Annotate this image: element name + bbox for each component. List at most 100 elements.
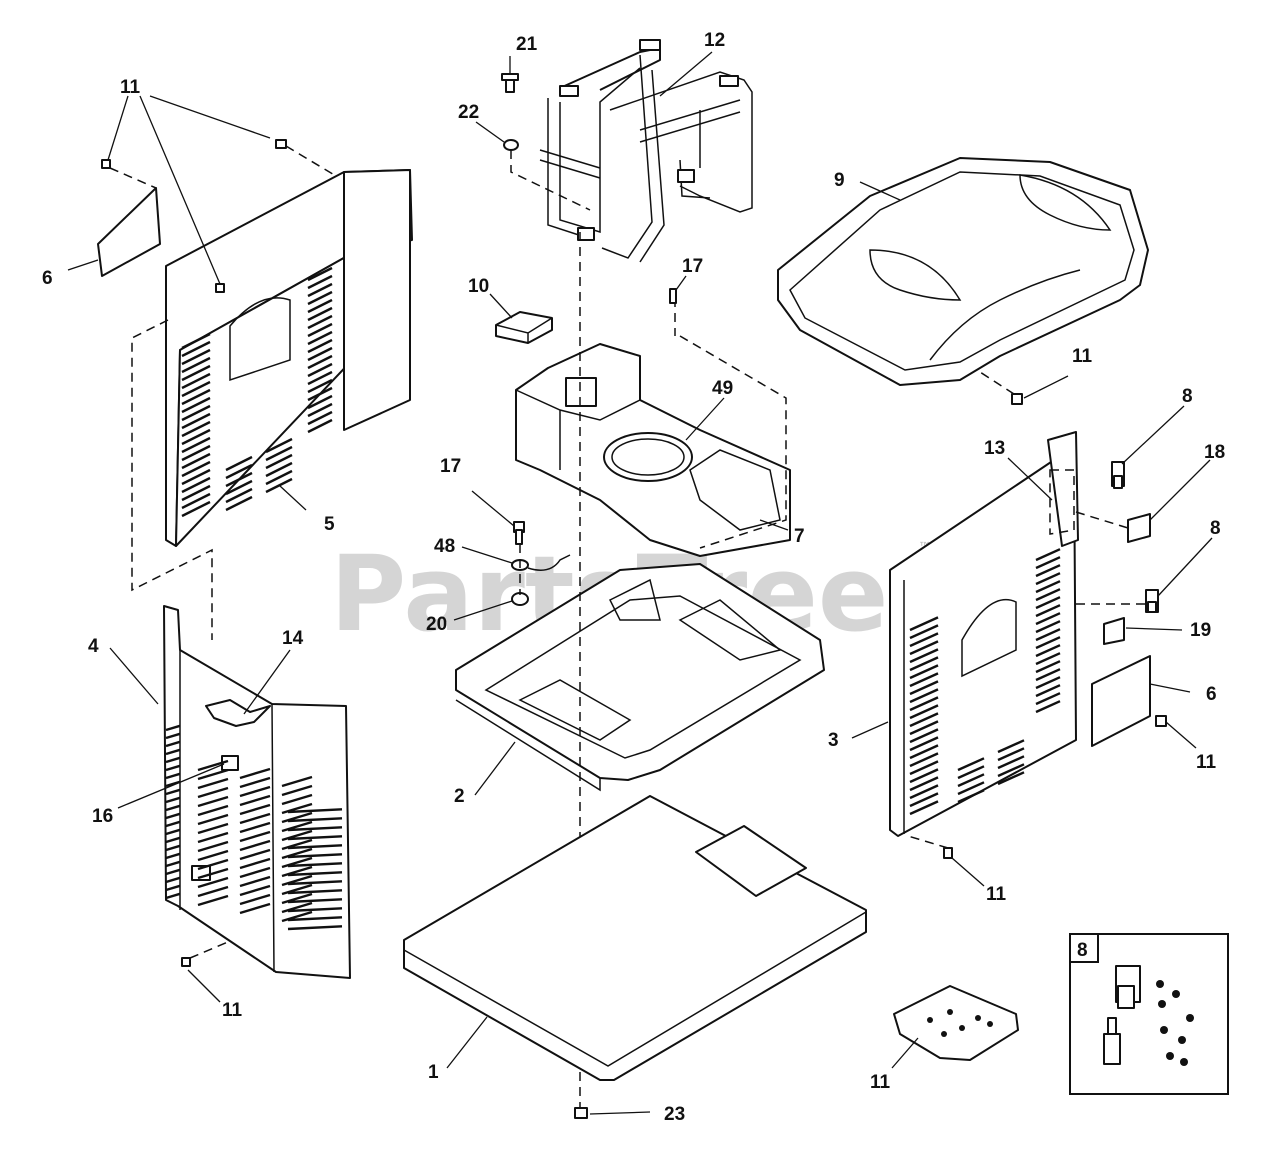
louver-slot: [239, 893, 271, 906]
screw-11-a: [101, 159, 111, 169]
louver-slot: [997, 739, 1025, 754]
screw-11-c: [215, 283, 225, 293]
louver-slot: [197, 867, 229, 880]
louver-slot: [997, 755, 1025, 770]
leader-16: [117, 763, 225, 809]
leader-11-bag: [891, 1037, 919, 1069]
louver-slot: [165, 740, 181, 748]
louver-slot: [909, 704, 939, 720]
callout-17-mid: 17: [440, 456, 461, 477]
louver-slot: [281, 883, 313, 896]
louver-slot: [265, 461, 293, 478]
callout-9: 9: [834, 170, 845, 191]
louver-slot: [181, 372, 211, 390]
louver-slot: [181, 340, 211, 358]
callout-7: 7: [794, 526, 805, 547]
callout-49: 49: [712, 378, 733, 399]
louver-slot: [307, 370, 333, 386]
leader-23: [589, 1111, 651, 1115]
louver-slot: [239, 866, 271, 879]
screw-11-leftbottom: [181, 957, 191, 967]
louver-slot: [1035, 652, 1061, 666]
louver-slot: [281, 802, 313, 815]
screw-17-top: [669, 288, 677, 304]
louver-slot: [281, 811, 313, 824]
left-upper-panel: [165, 169, 413, 547]
part-13-outline: [1049, 469, 1075, 535]
louver-slot: [909, 624, 939, 640]
louver-slot: [165, 724, 181, 732]
callout-11-leftbottom: 11: [222, 1000, 243, 1021]
louver-slot: [165, 876, 181, 884]
louver-slot: [307, 362, 333, 378]
bracket-8-mid: [1145, 589, 1159, 613]
kit-box-label: 8: [1077, 940, 1088, 961]
louver-slot: [197, 777, 229, 790]
louver-slot: [181, 364, 211, 382]
louver-slot: [1035, 676, 1061, 690]
callout-23: 23: [664, 1104, 685, 1125]
louver-slot: [287, 826, 343, 832]
callout-20: 20: [426, 614, 447, 635]
callout-21: 21: [516, 34, 538, 55]
louver-slot: [239, 767, 271, 780]
louver-slot: [165, 852, 181, 860]
screw-bag-11: [893, 985, 1019, 1061]
louver-slot: [181, 420, 211, 438]
kit-box-8: [1069, 933, 1229, 1095]
callout-6-left: 6: [42, 268, 53, 289]
leader-1: [446, 1016, 488, 1069]
leader-11-leftbottom: [187, 969, 221, 1003]
louver-slot: [957, 773, 985, 788]
louver-slot: [1035, 700, 1061, 714]
leader-49: [685, 397, 725, 441]
callout-10: 10: [468, 276, 489, 297]
louver-slot: [281, 874, 313, 887]
bracket-8-top: [1111, 461, 1125, 489]
handle-frame: [539, 39, 753, 263]
guide-11-rightbottom: [907, 835, 949, 849]
louver-slot: [997, 771, 1025, 786]
louver-slot: [197, 858, 229, 871]
louver-slot: [197, 831, 229, 844]
callout-11-bag: 11: [870, 1072, 891, 1093]
callout-19: 19: [1190, 620, 1211, 641]
louver-slot: [181, 348, 211, 366]
callout-6-right: 6: [1206, 684, 1217, 705]
part-10-block: [495, 311, 553, 344]
leader-20: [453, 600, 513, 621]
louver-slot: [997, 747, 1025, 762]
louver-slot: [239, 884, 271, 897]
guide-11-b: [285, 145, 337, 177]
callout-11-rightbottom: 11: [986, 884, 1007, 905]
louver-slot: [287, 835, 343, 841]
louver-slot: [909, 720, 939, 736]
louver-slot: [265, 453, 293, 470]
louver-slot: [165, 812, 181, 820]
louver-slot: [239, 821, 271, 834]
louver-slot: [281, 910, 313, 923]
louver-slot: [181, 404, 211, 422]
leader-19: [1125, 627, 1183, 631]
louver-slot: [165, 804, 181, 812]
base-plate: [403, 795, 867, 1081]
louver-slot: [307, 402, 333, 418]
louver-slot: [265, 437, 293, 454]
louver-slot: [239, 776, 271, 789]
leader-2: [474, 741, 516, 796]
louver-slot: [287, 880, 343, 886]
leader-9: [859, 181, 901, 201]
louver-slot: [281, 847, 313, 860]
louver-slot: [909, 784, 939, 800]
leader-3: [851, 721, 889, 739]
louver-slot: [197, 840, 229, 853]
louver-slot: [1035, 636, 1061, 650]
louver-slot: [287, 871, 343, 877]
louver-slot: [181, 396, 211, 414]
louver-slot: [307, 338, 333, 354]
louver-slot: [181, 468, 211, 486]
louver-slot: [287, 898, 343, 904]
louver-slot: [281, 784, 313, 797]
louver-slot: [997, 763, 1025, 778]
louver-slot: [909, 792, 939, 808]
